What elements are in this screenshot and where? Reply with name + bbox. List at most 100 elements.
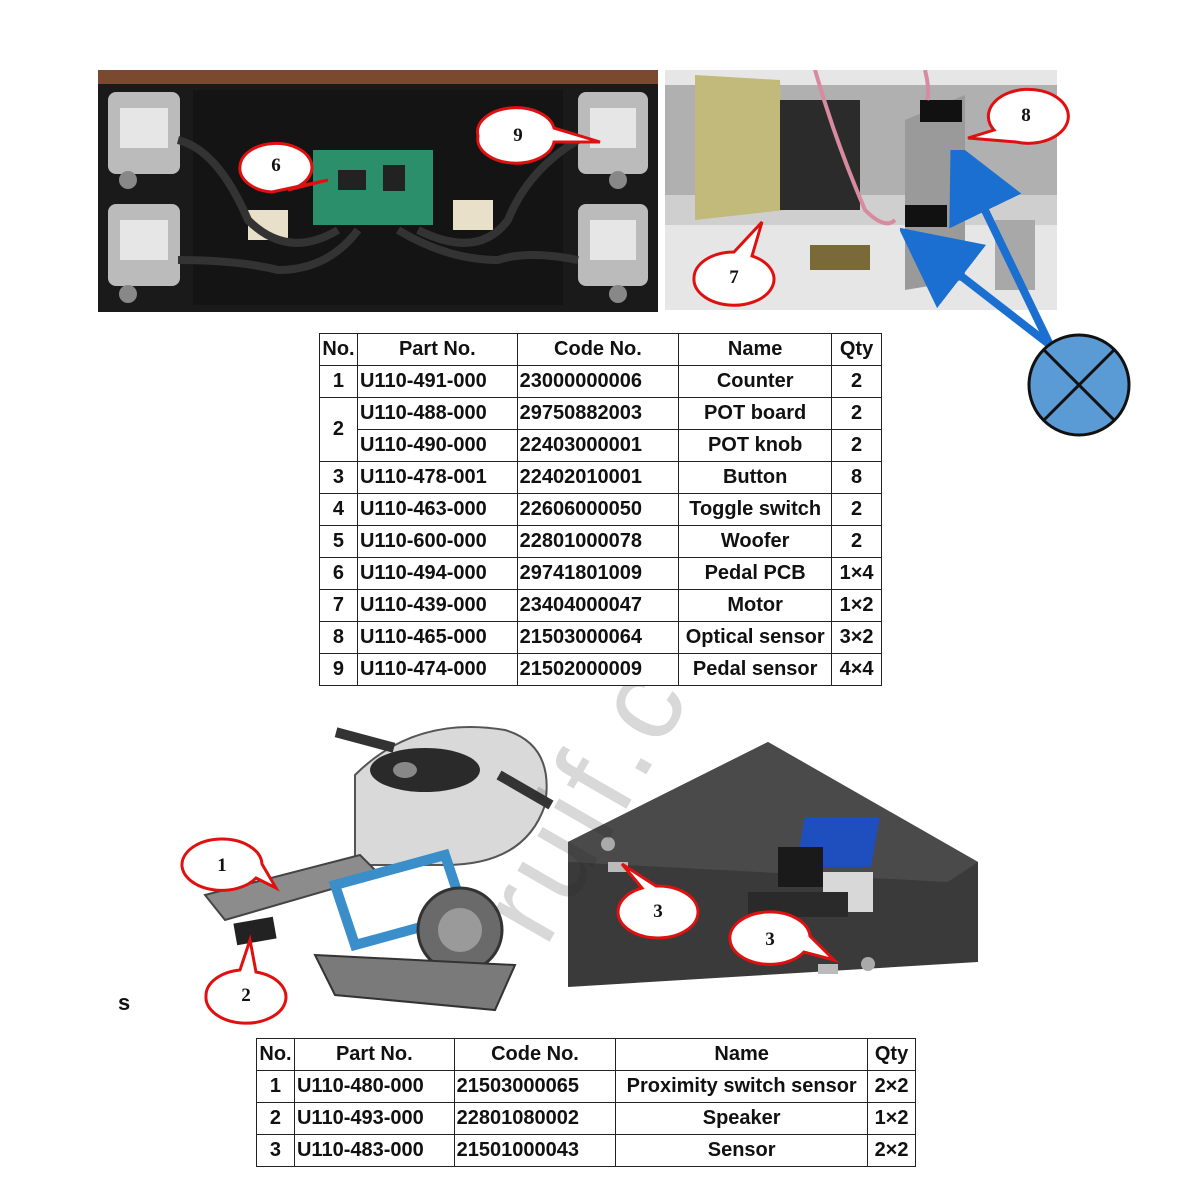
cell-no: 6 xyxy=(319,557,358,590)
cell-part-no: U110-439-000 xyxy=(356,589,518,622)
callout-8: 8 xyxy=(967,87,1072,145)
callout-7: 7 xyxy=(688,220,780,307)
cell-name: Proximity switch sensor xyxy=(615,1070,869,1103)
cell-name: Button xyxy=(678,461,833,494)
optical-sensor-arrows xyxy=(900,150,1054,349)
cell-part-no: U110-474-000 xyxy=(356,653,518,686)
parts-table-upper: No. Part No. Code No. Name Qty 1 U110-49… xyxy=(319,333,882,686)
cell-qty: 2 xyxy=(831,493,882,526)
table-row: 8 U110-465-000 21503000064 Optical senso… xyxy=(319,621,882,654)
cell-name: Woofer xyxy=(678,525,833,558)
column-header-part-no: Part No. xyxy=(356,333,518,366)
cell-qty: 2 xyxy=(831,397,882,430)
column-header-code-no: Code No. xyxy=(453,1038,617,1071)
cell-no: 2 xyxy=(256,1102,295,1135)
table-row: 7 U110-439-000 23404000047 Motor 1×2 xyxy=(319,589,882,622)
section-label: s xyxy=(118,990,131,1015)
callout-9: 9 xyxy=(472,106,601,165)
cell-code-no: 22801000078 xyxy=(516,525,680,558)
cell-part-no: U110-494-000 xyxy=(356,557,518,590)
cell-part-no: U110-600-000 xyxy=(356,525,518,558)
cell-part-no: U110-478-001 xyxy=(356,461,518,494)
motorbike-illustration xyxy=(195,715,575,1015)
cell-name: Sensor xyxy=(615,1134,869,1167)
callout-1: 1 xyxy=(176,837,280,894)
cell-no: 4 xyxy=(319,493,358,526)
motorbike-drawing xyxy=(203,726,554,1012)
cell-name: Toggle switch xyxy=(678,493,833,526)
table-row: 3 U110-478-001 22402010001 Button 8 xyxy=(319,461,882,494)
cell-no: 9 xyxy=(319,653,358,686)
cell-code-no: 21501000043 xyxy=(453,1134,617,1167)
cell-qty: 1×4 xyxy=(831,557,882,590)
cell-no: 1 xyxy=(256,1070,295,1103)
cell-code-no: 22403000001 xyxy=(516,429,680,462)
cell-code-no: 22402010001 xyxy=(516,461,680,494)
cell-name: Optical sensor xyxy=(678,621,833,654)
table-row: 1 U110-491-000 23000000006 Counter 2 xyxy=(319,365,882,398)
table-row: 2 U110-488-000 29750882003 POT board 2 xyxy=(319,397,882,462)
cell-name: Motor xyxy=(678,589,833,622)
cell-no: 5 xyxy=(319,525,358,558)
crossed-circle-sensor-icon xyxy=(1027,333,1131,437)
cell-qty: 4×4 xyxy=(831,653,882,686)
parts-table-lower: No. Part No. Code No. Name Qty 1 U110-48… xyxy=(256,1038,916,1167)
cell-part-no: U110-491-000 xyxy=(356,365,518,398)
cell-part-no: U110-480-000 xyxy=(293,1070,455,1103)
cell-qty: 2×2 xyxy=(867,1070,916,1103)
cell-qty: 3×2 xyxy=(831,621,882,654)
cell-no: 8 xyxy=(319,621,358,654)
cell-name: Counter xyxy=(678,365,833,398)
table-row: U110-490-000 22403000001 POT knob 2 xyxy=(320,429,882,462)
cell-part-no: U110-465-000 xyxy=(356,621,518,654)
cell-no: 1 xyxy=(319,365,358,398)
callout-3a: 3 xyxy=(612,862,704,940)
cell-name: POT knob xyxy=(678,429,833,462)
callout-6: 6 xyxy=(230,138,329,194)
cell-name: POT board xyxy=(678,397,833,430)
callout-2: 2 xyxy=(200,934,292,1025)
cell-qty: 2×2 xyxy=(867,1134,916,1167)
column-header-name: Name xyxy=(678,333,833,366)
cell-no: 2 xyxy=(319,397,358,462)
column-header-qty: Qty xyxy=(867,1038,916,1071)
table-row: 3 U110-483-000 21501000043 Sensor 2×2 xyxy=(256,1134,916,1167)
table-row: 9 U110-474-000 21502000009 Pedal sensor … xyxy=(319,653,882,686)
cell-qty: 8 xyxy=(831,461,882,494)
table-row: 4 U110-463-000 22606000050 Toggle switch… xyxy=(319,493,882,526)
cell-no: 3 xyxy=(319,461,358,494)
callout-3b: 3 xyxy=(724,910,840,968)
column-header-no: No. xyxy=(319,333,358,366)
pedal-board-illustration xyxy=(98,70,658,312)
table-row: 6 U110-494-000 29741801009 Pedal PCB 1×4 xyxy=(319,557,882,590)
cell-part-no: U110-490-000 xyxy=(356,429,518,462)
cell-name: Pedal PCB xyxy=(678,557,833,590)
cell-code-no: 23000000006 xyxy=(516,365,680,398)
column-header-name: Name xyxy=(615,1038,869,1071)
cell-code-no: 22606000050 xyxy=(516,493,680,526)
cell-code-no: 29741801009 xyxy=(516,557,680,590)
cell-no: 7 xyxy=(319,589,358,622)
cell-code-no: 23404000047 xyxy=(516,589,680,622)
cell-name: Pedal sensor xyxy=(678,653,833,686)
pedal-board-photo xyxy=(98,70,658,312)
table-row: 1 U110-480-000 21503000065 Proximity swi… xyxy=(256,1070,916,1103)
cell-qty: 2 xyxy=(831,429,882,462)
cell-no: 3 xyxy=(256,1134,295,1167)
cell-qty: 2 xyxy=(831,365,882,398)
cell-code-no: 21503000064 xyxy=(516,621,680,654)
cell-code-no: 22801080002 xyxy=(453,1102,617,1135)
cell-part-no: U110-488-000 xyxy=(356,397,518,430)
cell-code-no: 29750882003 xyxy=(516,397,680,430)
cell-part-no: U110-463-000 xyxy=(356,493,518,526)
table-header-row: No. Part No. Code No. Name Qty xyxy=(256,1038,916,1071)
cell-name: Speaker xyxy=(615,1102,869,1135)
table-row: 5 U110-600-000 22801000078 Woofer 2 xyxy=(319,525,882,558)
table-row: 2 U110-493-000 22801080002 Speaker 1×2 xyxy=(256,1102,916,1135)
column-header-qty: Qty xyxy=(831,333,882,366)
cell-qty: 1×2 xyxy=(867,1102,916,1135)
cell-part-no: U110-493-000 xyxy=(293,1102,455,1135)
cell-code-no: 21502000009 xyxy=(516,653,680,686)
column-header-no: No. xyxy=(256,1038,295,1071)
cell-qty: 2 xyxy=(831,525,882,558)
